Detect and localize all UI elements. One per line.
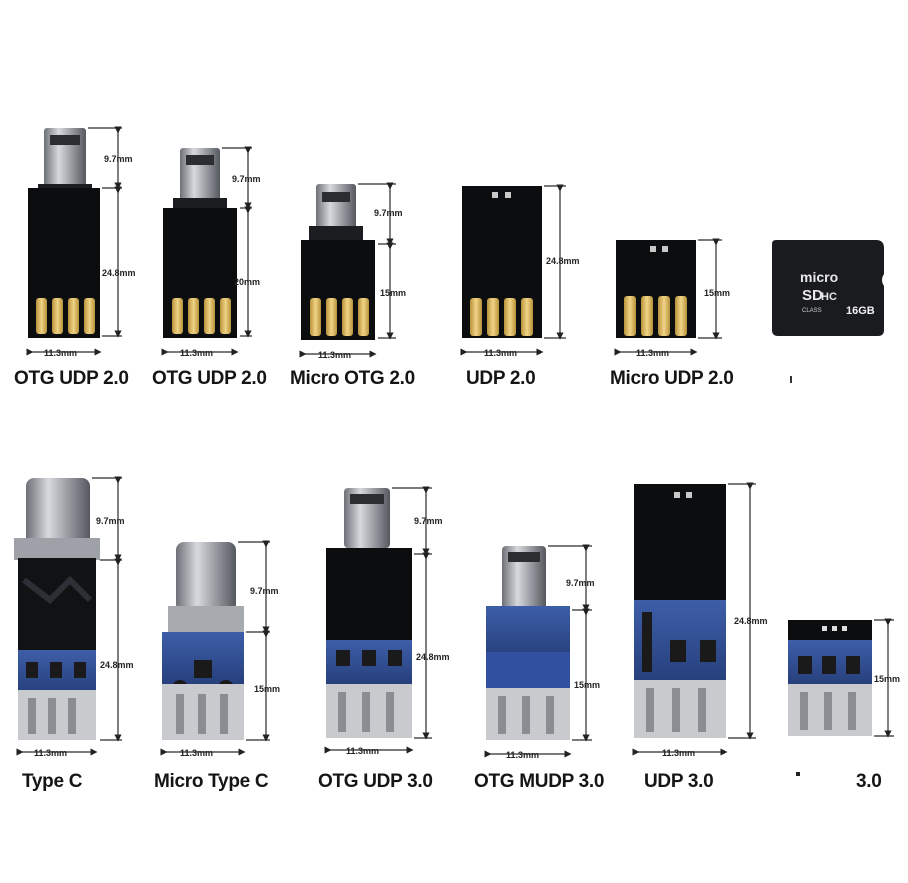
dimension-lines <box>26 126 122 356</box>
dim-label: 24.8mm <box>100 660 134 670</box>
dim-label: 11.3mm <box>484 348 517 358</box>
dim-label: 9.7mm <box>414 516 443 526</box>
gold-contacts <box>36 298 95 334</box>
dim-label: 24.8mm <box>546 256 580 266</box>
module-udp-2-0 <box>462 186 542 338</box>
dim-label: 24.8mm <box>416 652 450 662</box>
caption-type-c: Type C <box>22 771 83 792</box>
sd-capacity-text: 16GB <box>846 305 875 317</box>
dim-label: 9.7mm <box>104 154 133 164</box>
module-micro-udp-2-0 <box>616 240 696 338</box>
module-type-c <box>14 478 100 740</box>
dim-label: 11.3mm <box>44 348 77 358</box>
module-otg-mudp-3-0 <box>486 546 570 740</box>
module-otg-udp-2-0-b <box>163 148 237 338</box>
dim-label: 9.7mm <box>374 208 403 218</box>
module-udp-3-0 <box>634 484 726 738</box>
module-micro-type-c <box>162 542 244 740</box>
stray-mark <box>796 772 800 776</box>
dim-label: 15mm <box>874 674 900 684</box>
sd-logo-text: SD <box>802 287 823 304</box>
caption-micro-udp-2-0: Micro UDP 2.0 <box>610 368 734 389</box>
dim-label: 9.7mm <box>566 578 595 588</box>
dim-label: 11.3mm <box>636 348 669 358</box>
dim-label: 11.3mm <box>662 748 695 758</box>
dim-label: 24.8mm <box>102 268 136 278</box>
caption-3-0: 3.0 <box>856 771 882 792</box>
dim-label: 15mm <box>380 288 406 298</box>
caption-udp-3-0: UDP 3.0 <box>644 771 714 792</box>
caption-otg-udp-2-0: OTG UDP 2.0 <box>14 368 129 389</box>
dim-label: 9.7mm <box>232 174 261 184</box>
dim-label: 11.3mm <box>346 746 379 756</box>
caption-otg-udp-3-0: OTG UDP 3.0 <box>318 771 433 792</box>
dim-label: 24.8mm <box>734 616 768 626</box>
stray-mark <box>790 376 792 383</box>
dim-label: 9.7mm <box>96 516 125 526</box>
dim-label: 15mm <box>704 288 730 298</box>
caption-udp-2-0: UDP 2.0 <box>466 368 536 389</box>
dim-label: 9.7mm <box>250 586 279 596</box>
sd-hc-text: HC <box>821 291 837 303</box>
dim-label: 11.3mm <box>506 750 539 760</box>
dim-label: 11.3mm <box>318 350 351 360</box>
dim-label: 11.3mm <box>180 748 213 758</box>
dim-label: 15mm <box>254 684 280 694</box>
sd-class-text: CLASS <box>802 308 822 314</box>
dim-label: 11.3mm <box>180 348 213 358</box>
caption-otg-mudp-3-0: OTG MUDP 3.0 <box>474 771 605 792</box>
microsd-card: micro SD HC CLASS 16GB <box>772 240 884 336</box>
caption-micro-otg-2-0: Micro OTG 2.0 <box>290 368 415 389</box>
dim-label: 11.3mm <box>34 748 67 758</box>
module-small-3-0 <box>788 620 872 736</box>
dim-label: 20mm <box>234 277 260 287</box>
sd-micro-text: micro <box>800 269 838 285</box>
caption-otg-udp-2-0-b: OTG UDP 2.0 <box>152 368 267 389</box>
dim-label: 15mm <box>574 680 600 690</box>
module-otg-udp-2-0 <box>28 128 100 338</box>
module-otg-udp-3-0 <box>326 488 412 738</box>
caption-micro-type-c: Micro Type C <box>154 771 269 792</box>
module-micro-otg-2-0 <box>301 184 375 340</box>
